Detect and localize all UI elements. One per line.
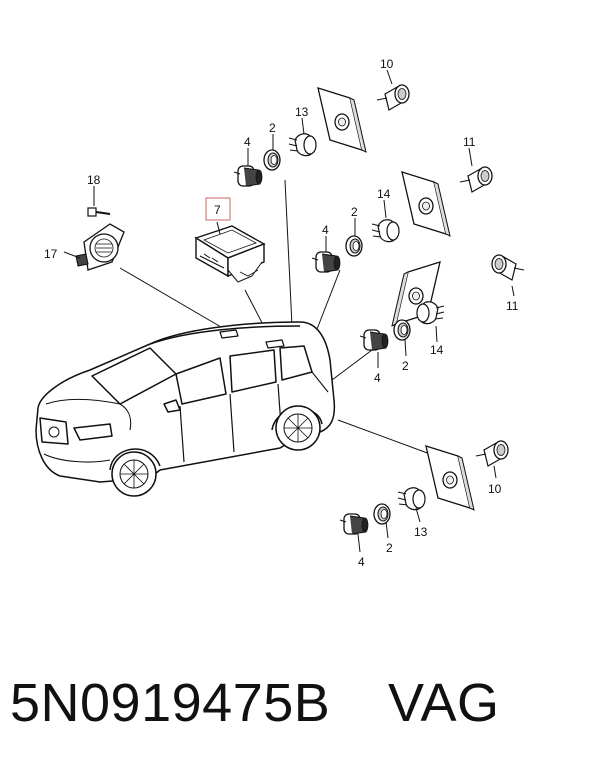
callout-4-top: 4 bbox=[244, 135, 251, 149]
callout-13-bottom: 13 bbox=[414, 525, 428, 539]
buzzer bbox=[63, 223, 125, 271]
callout-17: 17 bbox=[44, 247, 58, 261]
screw bbox=[87, 186, 111, 217]
parts-diagram: 10 13 2 4 18 17 7 11 14 2 4 11 14 2 4 10… bbox=[35, 57, 525, 569]
callout-4-mid: 4 bbox=[322, 223, 329, 237]
sensor-group-bottom bbox=[339, 440, 509, 553]
brand-name: VAG bbox=[388, 673, 500, 733]
sensor-group-top bbox=[233, 69, 410, 187]
callout-2-low: 2 bbox=[402, 359, 409, 373]
callout-13-top: 13 bbox=[295, 105, 309, 119]
callout-11-top: 11 bbox=[463, 135, 476, 149]
callout-11-mid: 11 bbox=[506, 299, 519, 313]
sensor-group-low bbox=[359, 254, 525, 368]
callout-labels: 10 13 2 4 18 17 7 11 14 2 4 11 14 2 4 10… bbox=[44, 57, 519, 569]
callout-2-bottom: 2 bbox=[386, 541, 393, 555]
callout-4-bottom: 4 bbox=[358, 555, 365, 569]
callout-2-mid: 2 bbox=[351, 205, 358, 219]
callout-18: 18 bbox=[87, 173, 101, 187]
callout-14-mid: 14 bbox=[377, 187, 391, 201]
callout-7: 7 bbox=[214, 203, 221, 217]
callout-10-bottom: 10 bbox=[488, 482, 502, 496]
part-number: 5N0919475B bbox=[10, 673, 331, 733]
callout-10-top: 10 bbox=[380, 57, 394, 71]
sensor-group-mid bbox=[311, 147, 493, 273]
callout-4-low: 4 bbox=[374, 371, 381, 385]
vehicle-outline bbox=[35, 321, 336, 497]
callout-14-low: 14 bbox=[430, 343, 444, 357]
callout-2-top: 2 bbox=[269, 121, 276, 135]
callout-7-highlight bbox=[205, 197, 231, 221]
control-module bbox=[194, 221, 266, 283]
